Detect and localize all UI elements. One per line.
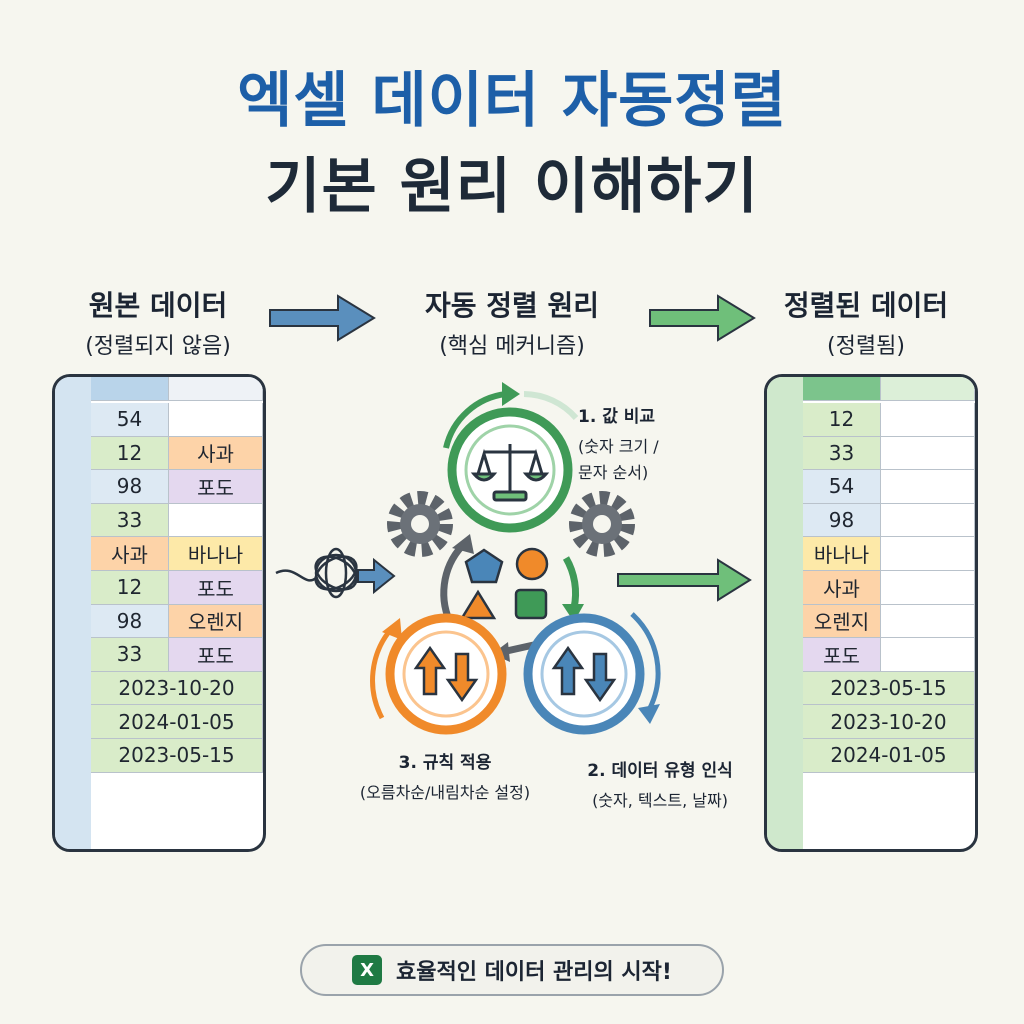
original-cell-b: 사과 — [169, 436, 263, 471]
sorted-column-header — [881, 377, 975, 401]
original-cell-b: 포도 — [169, 470, 263, 504]
step-rules-sub: (오름차순/내림차순 설정) — [359, 783, 531, 802]
sorted-cell-b — [881, 537, 975, 571]
original-heading-text: 원본 데이터 — [88, 289, 228, 322]
original-heading-sub: (정렬되지 않음) — [85, 334, 231, 359]
original-cell-a: 2024-01-05 — [91, 705, 263, 739]
original-cell-a: 33 — [91, 638, 169, 672]
original-cell-a: 12 — [91, 436, 169, 471]
step-compare-label: 1. 값 비교 — [578, 407, 656, 427]
sorted-cell-a: 2023-10-20 — [803, 705, 975, 739]
sorted-cell-b — [881, 403, 975, 437]
sorted-cell-a: 2023-05-15 — [803, 671, 975, 706]
sorted-cell-a: 사과 — [803, 571, 881, 605]
sorted-cell-b — [881, 638, 975, 672]
page-subtitle: 기본 원리 이해하기 — [265, 152, 759, 222]
original-cell-a: 2023-10-20 — [91, 671, 263, 706]
sorted-cell-a: 54 — [803, 470, 881, 504]
step-types: 2. 데이터 유형 인식 (숫자, 텍스트, 날짜) — [560, 756, 760, 811]
sorted-cell-b — [881, 470, 975, 504]
scale-icon — [470, 444, 550, 502]
sorted-cell-a: 포도 — [803, 638, 881, 672]
arrow-right-icon — [617, 558, 752, 602]
original-cell-b: 포도 — [169, 571, 263, 605]
sorted-cell-b — [881, 503, 975, 538]
arrow-right-icon — [269, 294, 376, 342]
value-compare-node — [447, 407, 573, 533]
original-cell-a: 98 — [91, 604, 169, 639]
original-cell-b: 오렌지 — [169, 604, 263, 639]
original-cell-b: 바나나 — [169, 537, 263, 571]
step-types-label: 2. 데이터 유형 인식 — [587, 761, 733, 781]
rules-node — [385, 613, 507, 735]
original-cell-b — [169, 403, 263, 437]
sorted-cell-b — [881, 604, 975, 639]
original-column-header — [91, 377, 169, 401]
step-rules: 3. 규칙 적용 (오름차순/내림차순 설정) — [330, 748, 560, 803]
sorted-cell-a: 바나나 — [803, 537, 881, 571]
original-cell-a: 98 — [91, 470, 169, 504]
sorted-cell-b — [881, 571, 975, 605]
sorted-heading: 정렬된 데이터 (정렬됨) — [736, 284, 996, 360]
sorted-heading-sub: (정렬됨) — [827, 334, 905, 359]
gear-icon — [569, 491, 635, 557]
original-cell-a: 54 — [91, 403, 169, 437]
sorted-cell-a: 33 — [803, 436, 881, 471]
original-column-header — [169, 377, 263, 401]
types-node — [523, 613, 645, 735]
original-row-gutter — [55, 377, 91, 849]
sorted-cell-a: 12 — [803, 403, 881, 437]
sorted-cell-a: 98 — [803, 503, 881, 538]
gear-icon — [387, 491, 453, 557]
sort-arrows-icon — [413, 645, 479, 703]
step-rules-label: 3. 규칙 적용 — [398, 753, 492, 773]
step-compare: 1. 값 비교 (숫자 크기 / 문자 순서) — [578, 402, 738, 483]
step-compare-sub2: 문자 순서) — [578, 463, 649, 482]
original-cell-a: 12 — [91, 571, 169, 605]
arrow-right-icon — [357, 557, 396, 595]
mechanism-heading-text: 자동 정렬 원리 — [424, 289, 600, 322]
original-cell-a: 33 — [91, 503, 169, 538]
original-cell-b — [169, 503, 263, 538]
footer-banner: X 효율적인 데이터 관리의 시작! — [300, 944, 724, 996]
step-types-sub: (숫자, 텍스트, 날짜) — [592, 791, 728, 810]
mechanism-heading-sub: (핵심 메커니즘) — [439, 334, 585, 359]
sorted-row-gutter — [767, 377, 803, 849]
sort-arrows-icon — [551, 645, 617, 703]
original-cell-b: 포도 — [169, 638, 263, 672]
arrow-right-icon — [649, 294, 756, 342]
sorted-column-header — [803, 377, 881, 401]
step-compare-sub1: (숫자 크기 / — [578, 437, 659, 456]
shapes-icon — [459, 547, 549, 620]
original-cell-a: 사과 — [91, 537, 169, 571]
excel-logo-icon: X — [352, 955, 383, 985]
mechanism-heading: 자동 정렬 원리 (핵심 메커니즘) — [382, 284, 642, 360]
sorted-cell-b — [881, 436, 975, 471]
original-cell-a: 2023-05-15 — [91, 739, 263, 773]
original-heading: 원본 데이터 (정렬되지 않음) — [28, 284, 288, 360]
page-title: 엑셀 데이터 자동정렬 — [237, 66, 787, 136]
sorted-heading-text: 정렬된 데이터 — [783, 289, 949, 322]
sorted-cell-a: 오렌지 — [803, 604, 881, 639]
mechanism-diagram — [275, 382, 752, 735]
footer-text: 효율적인 데이터 관리의 시작! — [396, 960, 672, 985]
tangle-icon — [275, 547, 358, 599]
sorted-cell-a: 2024-01-05 — [803, 739, 975, 773]
